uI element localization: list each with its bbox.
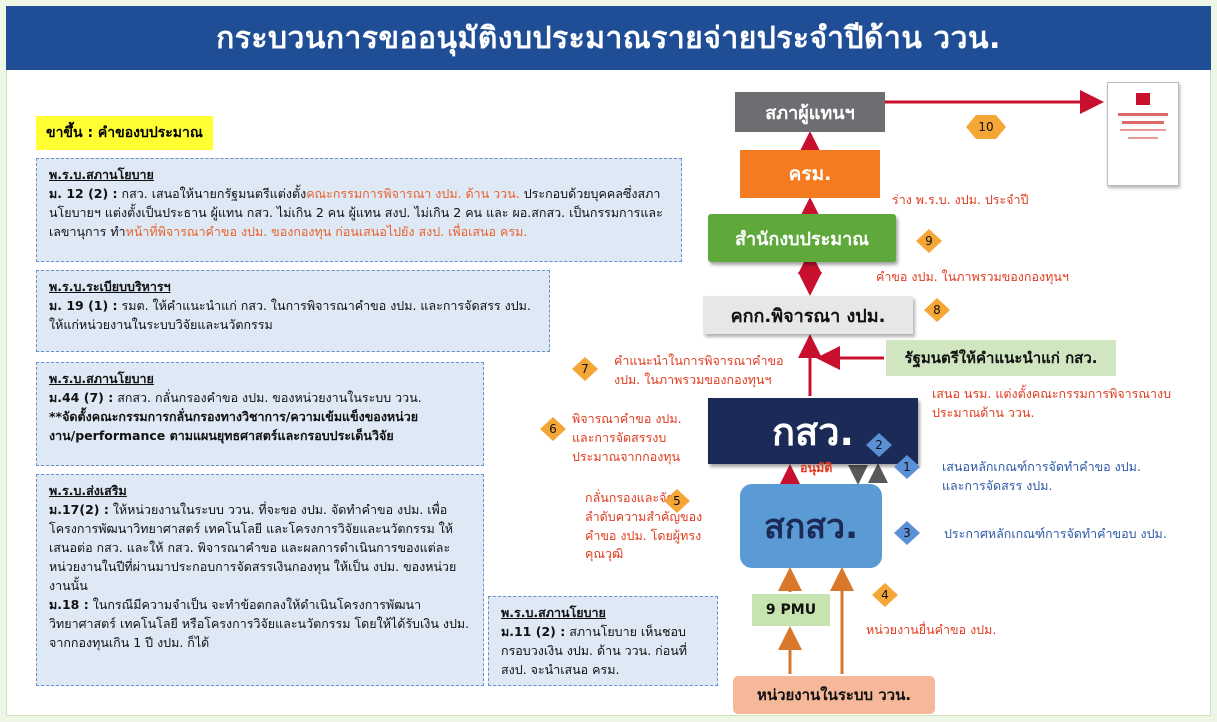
sksw-node: สกสว. — [740, 484, 882, 568]
orange-diamond-icon — [664, 489, 690, 513]
label-propose-criteria: เสนอหลักเกณฑ์การจัดทำคำขอ งปม. และการจัด… — [942, 459, 1141, 493]
orange-diamond-icon — [966, 115, 1006, 139]
label-propose-pm: เสนอ นรม. แต่งตั้งคณะกรรมการพิจารณางบประ… — [932, 386, 1172, 420]
label-fund-request: คำขอ งปม. ในภาพรวมของกองทุนฯ — [876, 269, 1069, 284]
badge-number: 5 — [673, 494, 681, 508]
blue-diamond-icon — [894, 455, 920, 479]
law-box-title: พ.ร.บ.ส่งเสริม — [49, 483, 127, 498]
law-box-policy-council: พ.ร.บ.สภานโยบาย ม. 12 (2) : กสว. เสนอให้… — [36, 158, 682, 262]
cabinet-node: ครม. — [740, 150, 880, 198]
badge-number: 3 — [903, 526, 911, 540]
badge-number: 9 — [925, 234, 933, 248]
label-advice: คำแนะนำในการพิจารณาคำขอ งปม. ในภาพรวมของ… — [614, 353, 784, 387]
agencies-node: หน่วยงานในระบบ ววน. — [733, 676, 935, 714]
minister-advice-node: รัฐมนตรีให้คำแนะนำแก่ กสว. — [886, 340, 1116, 376]
label-submit: หน่วยงานยื่นคำขอ งปม. — [866, 622, 997, 637]
step-badge-1: 1 — [890, 454, 924, 480]
pmu-node: 9 PMU — [752, 594, 830, 626]
law-box-framework: พ.ร.บ.สภานโยบาย ม.11 (2) : สภานโยบาย เห็… — [488, 596, 718, 686]
blue-diamond-icon — [866, 433, 892, 457]
law-box-screening: พ.ร.บ.สภานโยบาย ม.44 (7) : สกสว. กลั่นกร… — [36, 362, 484, 466]
budget-bureau-node: สำนักงบประมาณ — [708, 214, 896, 262]
law-text: ในกรณีมีความจำเป็น จะทำข้อตกลงให้ดำเนินโ… — [49, 597, 470, 650]
step-label: ขาขึ้น : คำของบประมาณ — [36, 116, 213, 150]
step-badge-9: 9 — [912, 228, 946, 254]
law-highlight: หน้าที่พิจารณาคำขอ งปม. ของกองทุน ก่อนเส… — [125, 224, 528, 239]
step-badge-6: 6 — [536, 416, 570, 442]
law-section: ม. 19 (1) : — [49, 298, 118, 313]
law-section: ม. 12 (2) : — [49, 186, 118, 201]
law-text: รมต. ให้คำแนะนำแก่ กสว. ในการพิจารณาคำขอ… — [49, 298, 531, 332]
law-highlight: คณะกรรมการพิจารณา งปม. ด้าน ววน. — [306, 186, 520, 201]
law-box-title: พ.ร.บ.สภานโยบาย — [501, 605, 606, 620]
step-badge-8: 8 — [920, 297, 954, 323]
orange-diamond-icon — [924, 298, 950, 322]
label-announce: ประกาศหลักเกณฑ์การจัดทำคำขอบ งปม. — [944, 526, 1167, 541]
law-section: ม.11 (2) : — [501, 624, 566, 639]
orange-diamond-icon — [572, 357, 598, 381]
law-box-admin: พ.ร.บ.ระเบียบบริหารฯ ม. 19 (1) : รมต. ให… — [36, 270, 550, 352]
law-box-title: พ.ร.บ.สภานโยบาย — [49, 167, 154, 182]
badge-number: 6 — [549, 422, 557, 436]
step-badge-4: 4 — [868, 582, 902, 608]
law-text: สภานโยบาย เห็นชอบกรอบวงเงิน งปม. ด้าน วว… — [501, 624, 688, 677]
orange-diamond-icon — [872, 583, 898, 607]
step-badge-3: 3 — [890, 520, 924, 546]
badge-number: 7 — [581, 362, 589, 376]
law-note: **จัดตั้งคณะกรรมการกลั่นกรองทางวิชาการ/ค… — [49, 409, 419, 443]
law-text: กสว. เสนอให้นายกรัฐมนตรีแต่งตั้ง — [117, 186, 307, 201]
label-approve: อนุมัติ — [800, 460, 833, 475]
badge-number: 8 — [933, 303, 941, 317]
badge-number: 10 — [978, 120, 994, 134]
law-section: ม.17(2) : — [49, 502, 109, 517]
law-section: ม.44 (7) : — [49, 390, 114, 405]
law-section: ม.18 : — [49, 597, 89, 612]
budget-committee-node: คกก.พิจารณา งปม. — [703, 296, 913, 334]
law-box-promotion: พ.ร.บ.ส่งเสริม ม.17(2) : ให้หน่วยงานในระ… — [36, 474, 484, 686]
badge-number: 1 — [903, 460, 911, 474]
badge-number: 4 — [881, 588, 889, 602]
orange-diamond-icon — [540, 417, 566, 441]
law-text: ประกอบด้วยบุคคลซึ่งสภานโยบายฯ แต่งตั้งเป… — [49, 186, 663, 239]
step-badge-2: 2 — [862, 432, 896, 458]
orange-diamond-icon — [916, 229, 942, 253]
law-text: สกสว. กลั่นกรองคำขอ งปม. ของหน่วยงานในระ… — [113, 390, 422, 405]
badge-number: 2 — [875, 438, 883, 452]
law-text: ให้หน่วยงานในระบบ ววน. ที่จะขอ งปม. จัดท… — [49, 502, 457, 593]
law-box-title: พ.ร.บ.สภานโยบาย — [49, 371, 154, 386]
step-badge-7: 7 — [568, 356, 602, 382]
label-draft-act: ร่าง พ.ร.บ. งปม. ประจำปี — [892, 192, 1029, 207]
page-title: กระบวนการขออนุมัติงบประมาณรายจ่ายประจำปี… — [6, 6, 1211, 70]
budget-act-document-icon — [1107, 82, 1179, 186]
label-consider: พิจารณาคำขอ งปม. และการจัดสรรงบประมาณจาก… — [572, 411, 682, 464]
law-box-title: พ.ร.บ.ระเบียบบริหารฯ — [49, 279, 171, 294]
step-badge-5: 5 — [660, 488, 694, 514]
label-screen: กลั่นกรองและจัดลำดับความสำคัญของคำขอ งปม… — [585, 490, 703, 562]
step-badge-10: 10 — [964, 114, 1008, 140]
house-of-representatives-node: สภาผู้แทนฯ — [735, 92, 885, 132]
blue-diamond-icon — [894, 521, 920, 545]
